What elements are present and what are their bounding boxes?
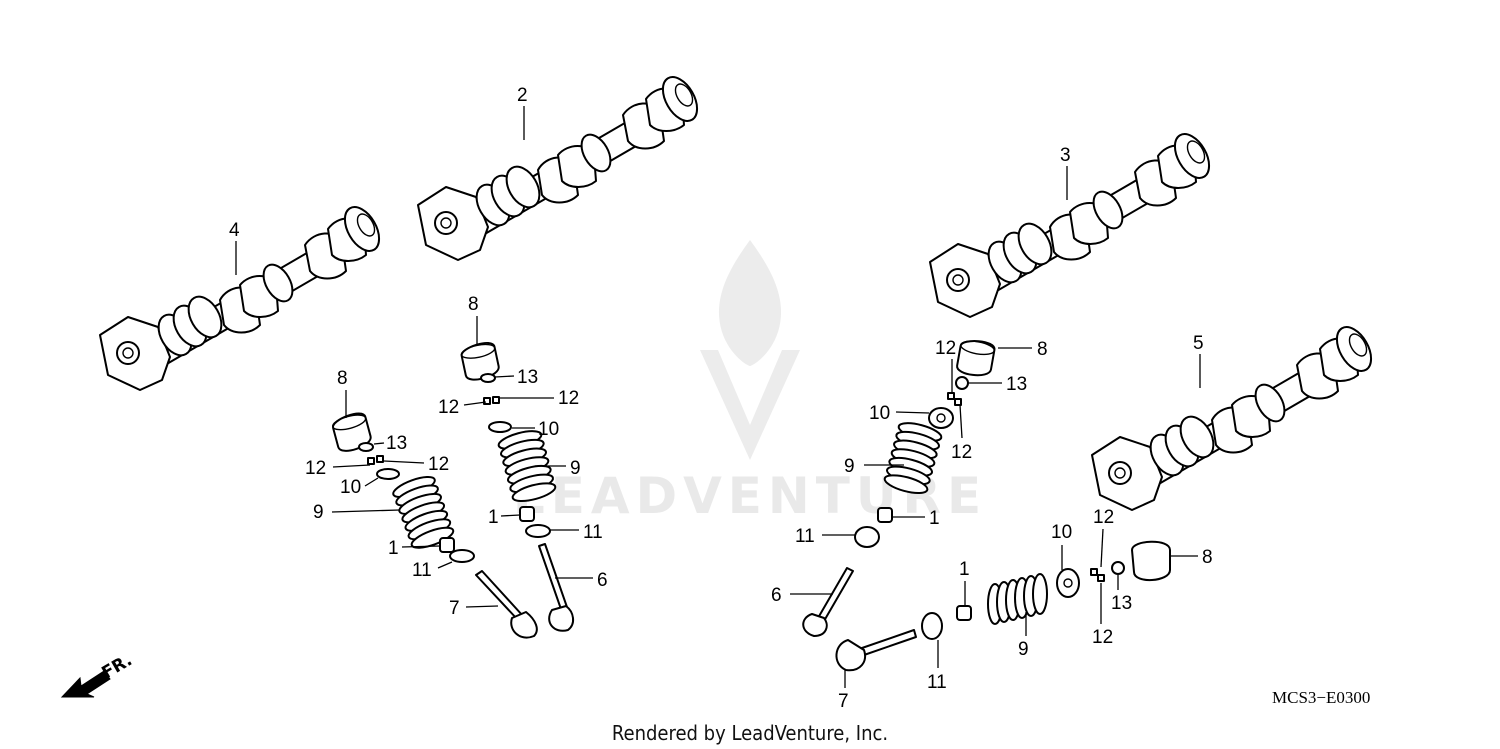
callout-4: 4 — [229, 220, 240, 241]
callout-d12-bottom: 12 — [951, 442, 972, 463]
callout-d1: 1 — [929, 508, 940, 529]
callout-e1: 1 — [959, 559, 970, 580]
callout-a8: 8 — [337, 368, 348, 389]
callout-d10: 10 — [869, 403, 890, 424]
valve-group-d — [802, 337, 997, 637]
callout-d11: 11 — [795, 526, 815, 547]
callout-b11: 11 — [583, 522, 603, 543]
arrow-icon — [60, 670, 111, 698]
camshaft-2 — [417, 70, 706, 261]
callout-b12-left: 12 — [438, 397, 459, 418]
camshaft-3 — [929, 127, 1218, 318]
callout-b1: 1 — [488, 507, 499, 528]
callout-d8: 8 — [1037, 339, 1048, 360]
callout-b10: 10 — [538, 419, 559, 440]
callout-b13: 13 — [517, 367, 538, 388]
callout-2: 2 — [517, 85, 528, 106]
callout-e7: 7 — [838, 691, 849, 712]
callout-5: 5 — [1193, 333, 1204, 354]
callout-d12-top: 12 — [935, 338, 956, 359]
valve-group-a — [330, 410, 538, 639]
callout-b8: 8 — [468, 294, 479, 315]
callout-e9: 9 — [1018, 639, 1029, 660]
flame-logo-icon — [700, 240, 800, 460]
callout-a9: 9 — [313, 502, 324, 523]
callout-b12-right: 12 — [558, 388, 579, 409]
callout-e12-top: 12 — [1093, 507, 1114, 528]
diagram-code: MCS3−E0300 — [1272, 688, 1370, 707]
callout-a11: 11 — [412, 560, 432, 581]
callout-3: 3 — [1060, 145, 1071, 166]
callout-e12-bottom: 12 — [1092, 627, 1113, 648]
callout-b6: 6 — [597, 570, 608, 591]
callout-e11: 11 — [927, 672, 947, 693]
callout-e8: 8 — [1202, 547, 1213, 568]
callout-a10: 10 — [340, 477, 361, 498]
render-credit: Rendered by LeadVenture, Inc. — [612, 721, 888, 745]
callout-b9: 9 — [570, 458, 581, 479]
callout-a12-left: 12 — [305, 458, 326, 479]
callout-a7: 7 — [449, 598, 460, 619]
callout-e13: 13 — [1111, 593, 1132, 614]
callout-d6: 6 — [771, 585, 782, 606]
camshaft-4 — [99, 200, 388, 391]
valve-group-e — [835, 540, 1171, 672]
callout-a1: 1 — [388, 538, 399, 559]
valve-group-b — [459, 339, 574, 632]
callout-d13: 13 — [1006, 374, 1027, 395]
callout-e10: 10 — [1051, 522, 1072, 543]
front-direction-indicator: FR. — [60, 650, 136, 698]
callout-a13: 13 — [386, 433, 407, 454]
camshaft-5 — [1091, 320, 1380, 511]
callout-d9: 9 — [844, 456, 855, 477]
callout-a12-right: 12 — [428, 454, 449, 475]
